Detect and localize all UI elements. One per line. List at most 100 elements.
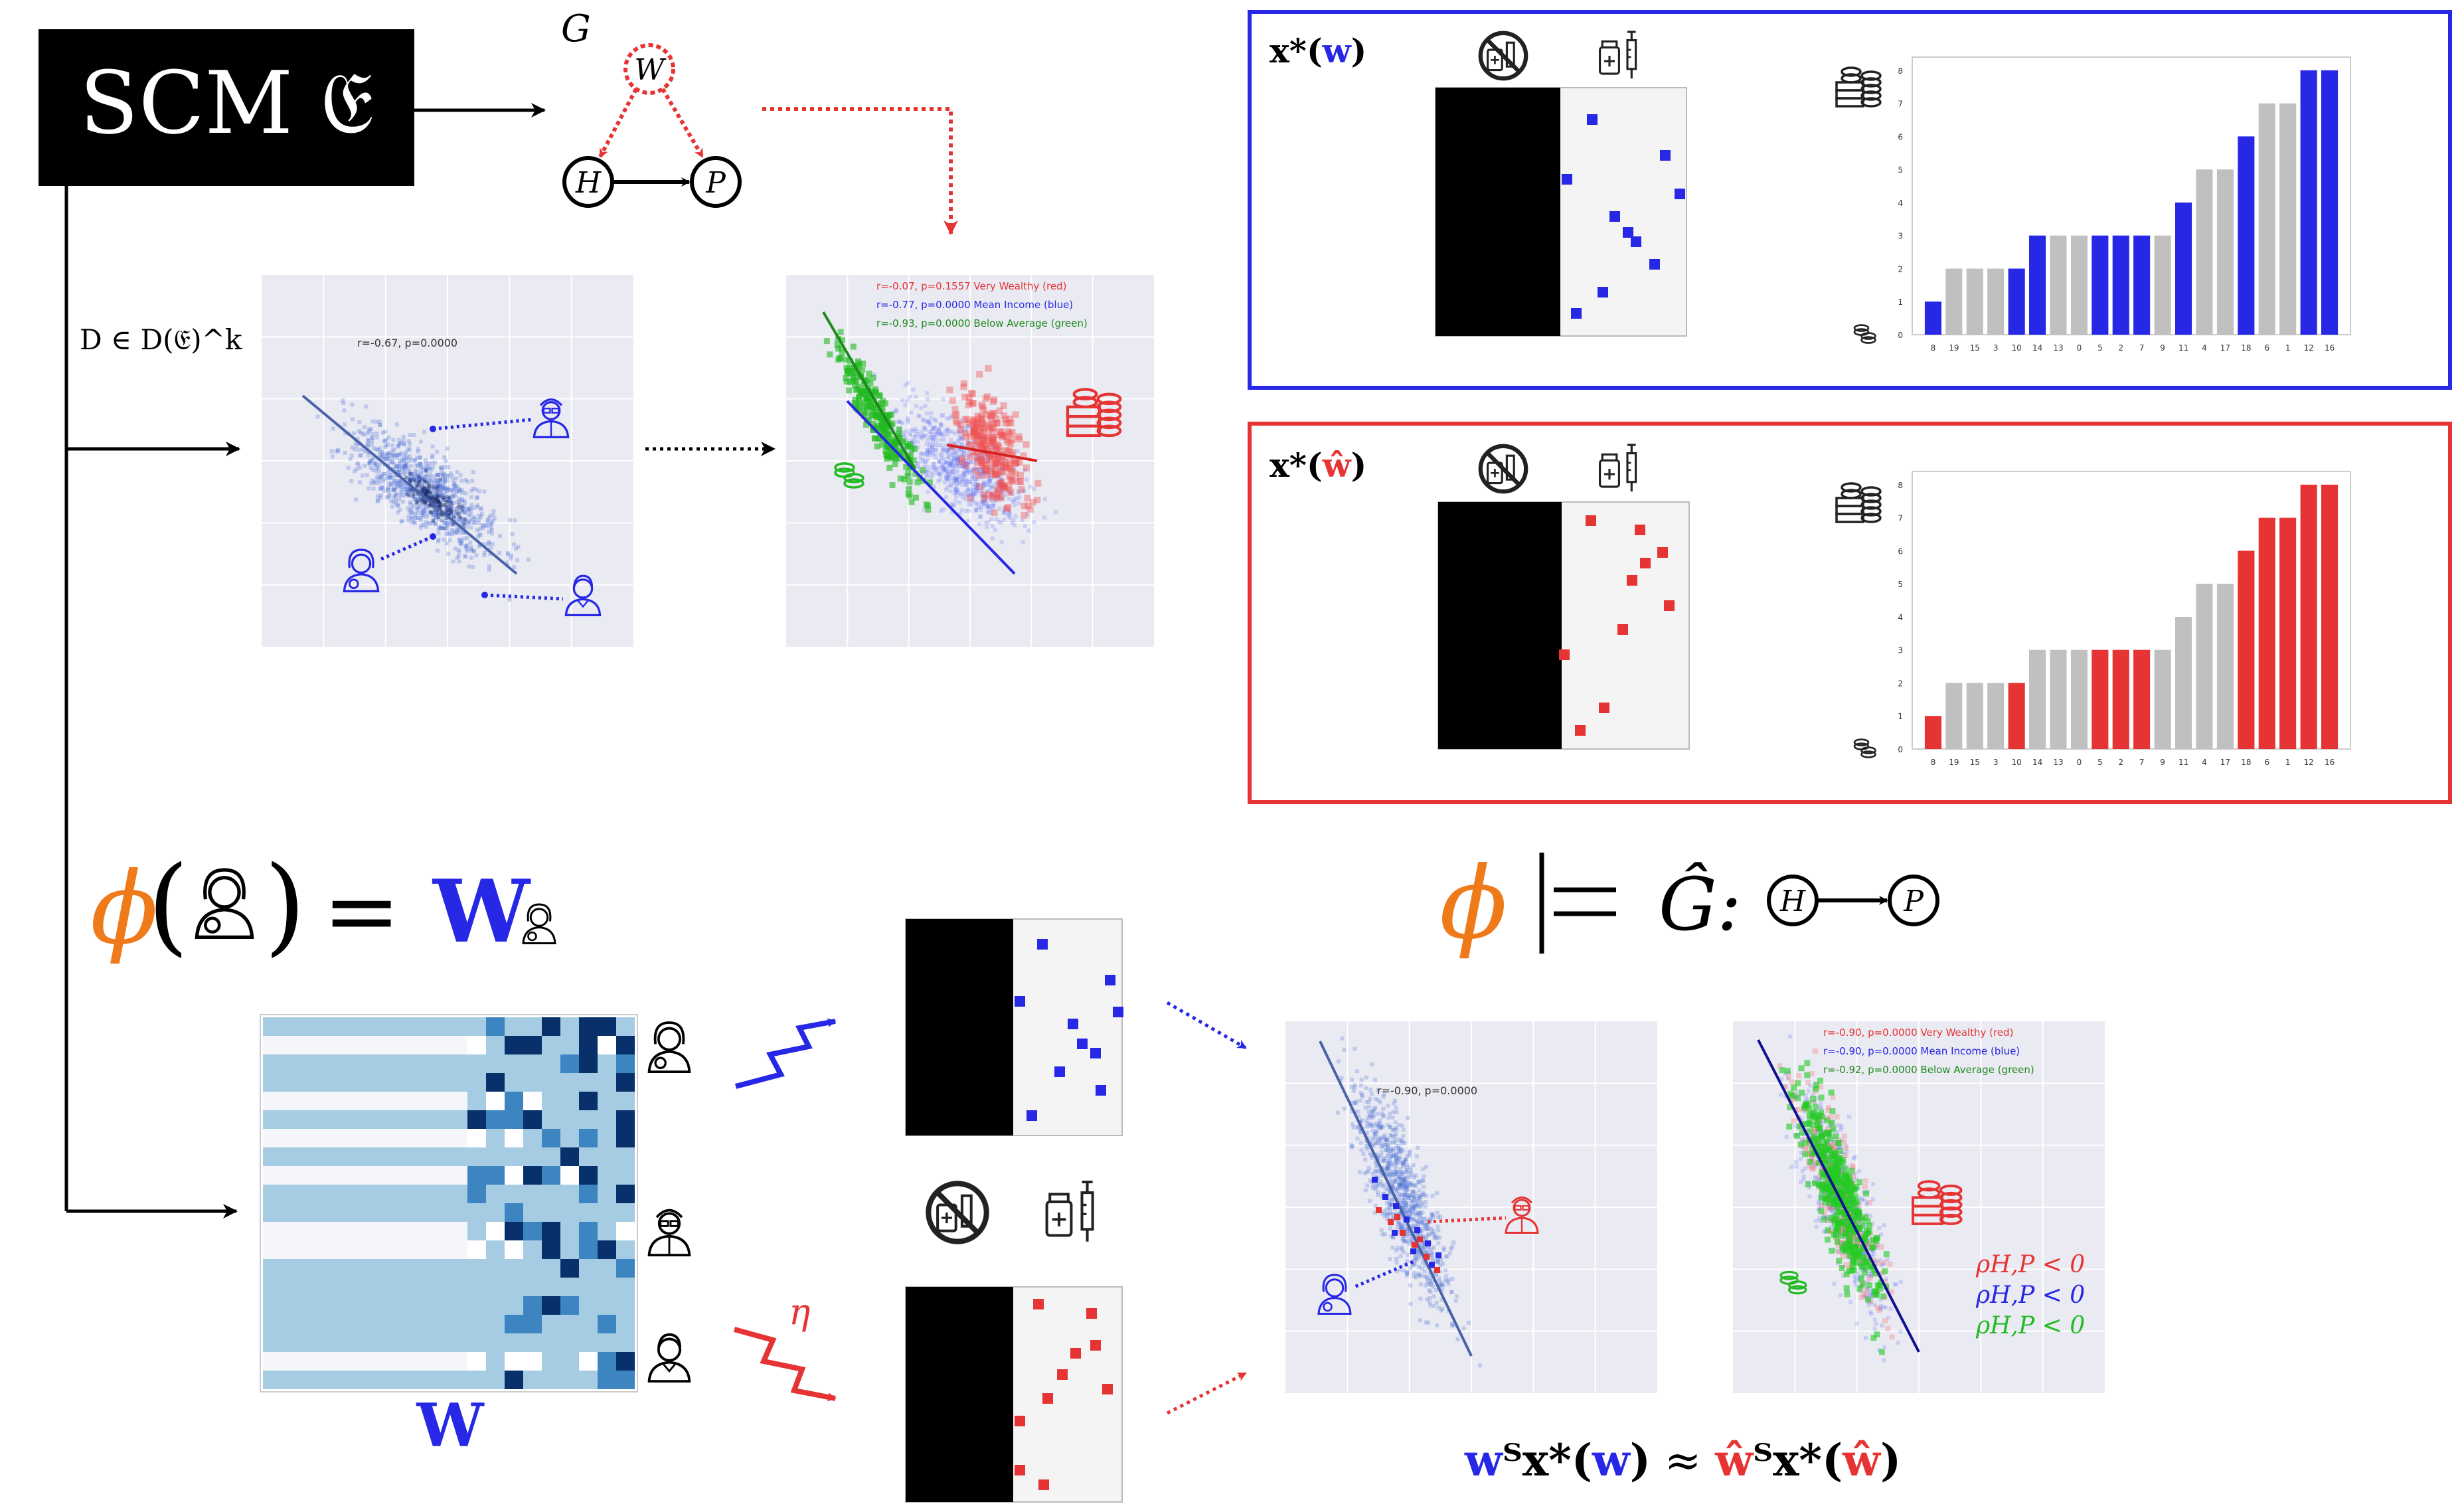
scatter-point xyxy=(397,497,401,501)
matrix-cell xyxy=(560,1054,579,1073)
scatter-point xyxy=(459,499,464,503)
scatter-point xyxy=(1418,1318,1422,1323)
scatter-point xyxy=(928,422,932,427)
scatter-point xyxy=(1400,1181,1404,1186)
scatter-point xyxy=(1391,1135,1395,1139)
matrix-cell xyxy=(430,1278,449,1296)
scatter-point xyxy=(1363,1106,1368,1110)
scatter-point xyxy=(1839,1128,1843,1132)
scatter-point xyxy=(1424,1236,1428,1241)
scatter-point xyxy=(424,493,429,497)
scatter-point xyxy=(471,487,475,491)
matrix-cell xyxy=(560,1110,579,1129)
scatter-point xyxy=(1358,1119,1362,1124)
scatter-point xyxy=(884,456,890,462)
scatter-point xyxy=(1389,1153,1394,1158)
matrix-cell xyxy=(542,1352,560,1371)
scatter-point xyxy=(930,436,935,440)
scatter-point xyxy=(438,489,443,493)
scatter-point xyxy=(428,486,433,491)
scatter-point xyxy=(961,460,966,464)
scatter-point xyxy=(468,541,473,545)
x-tick-label: 17 xyxy=(2220,758,2230,767)
matrix-cell xyxy=(319,1017,337,1036)
scatter-point xyxy=(996,453,1001,458)
x-tick-label: 10 xyxy=(2011,343,2021,353)
scatter-point xyxy=(996,407,1003,414)
scatter-point xyxy=(1432,1245,1436,1250)
scatter-point xyxy=(1389,1234,1394,1239)
scatter-point xyxy=(1020,452,1027,460)
scatter-point xyxy=(1388,1125,1393,1130)
scatter-point xyxy=(973,481,978,486)
scatter-point xyxy=(969,426,973,430)
scatter-point xyxy=(435,497,439,500)
scatter-point xyxy=(1372,1078,1377,1082)
scatter-point xyxy=(408,507,413,512)
scatter-point xyxy=(436,501,440,504)
scatter-point xyxy=(429,498,432,502)
scatter-point xyxy=(424,491,428,495)
scatter-point xyxy=(1382,1092,1386,1097)
scatter-point xyxy=(1384,1138,1388,1143)
scatter-point xyxy=(1865,1296,1872,1303)
scatter-point xyxy=(1445,1254,1449,1259)
scatter-point xyxy=(1404,1239,1409,1244)
scatter-point xyxy=(1391,1147,1396,1151)
scatter-point xyxy=(374,447,379,452)
scatter-point xyxy=(423,486,427,490)
scatter-point xyxy=(974,432,981,440)
scatter-point xyxy=(882,448,889,454)
matrix-cell xyxy=(337,1129,356,1147)
matrix-cell xyxy=(449,1017,467,1036)
scatter-point xyxy=(424,502,428,506)
scatter-point xyxy=(1396,1149,1401,1153)
scatter-point xyxy=(424,474,428,479)
scatter-point xyxy=(1393,1141,1398,1145)
scatter-point xyxy=(1405,1270,1410,1275)
scatter-point xyxy=(423,486,426,490)
scatter-point xyxy=(959,442,964,446)
scatter-point xyxy=(1400,1247,1404,1252)
scatter-point xyxy=(1349,1145,1354,1149)
matrix-cell xyxy=(505,1240,523,1259)
scatter-point xyxy=(1396,1186,1400,1191)
scatter-point xyxy=(945,416,949,421)
scatter-point xyxy=(449,511,453,515)
scatter-point xyxy=(990,497,995,502)
scatter-point xyxy=(388,475,393,480)
scatter-point xyxy=(416,473,420,478)
scatter-point xyxy=(943,429,947,434)
scatter-point xyxy=(409,458,414,462)
scatter-point xyxy=(428,511,433,515)
scatter-point xyxy=(1858,1295,1864,1301)
scatter-point xyxy=(1015,496,1019,501)
active-cell xyxy=(1617,624,1628,635)
scatter-point xyxy=(1869,1312,1874,1316)
scatter-point xyxy=(934,432,939,436)
scatter-point xyxy=(993,460,1001,467)
scatter-point xyxy=(1008,491,1013,495)
scatter-point xyxy=(1394,1138,1398,1142)
scatter-point xyxy=(937,427,942,432)
matrix-cell xyxy=(319,1147,337,1166)
scatter-point xyxy=(1376,1193,1380,1197)
scatter-point xyxy=(981,458,986,462)
scatter-point xyxy=(1795,1080,1801,1086)
scatter-point xyxy=(1799,1138,1804,1143)
scatter-point xyxy=(1413,1207,1417,1212)
scatter-point xyxy=(1414,1275,1418,1280)
scatter-point xyxy=(919,433,924,438)
matrix-cell xyxy=(560,1371,579,1389)
scatter-point xyxy=(951,469,955,474)
scatter-point xyxy=(960,454,965,458)
scatter-point xyxy=(993,474,997,479)
scatter-point xyxy=(420,477,424,481)
scatter-point xyxy=(1371,1183,1376,1187)
scatter-point xyxy=(1400,1179,1405,1183)
scatter-point xyxy=(1811,1099,1817,1105)
scatter-point xyxy=(1398,1147,1403,1151)
scatter-point xyxy=(939,432,944,436)
scatter-point xyxy=(1400,1172,1405,1176)
